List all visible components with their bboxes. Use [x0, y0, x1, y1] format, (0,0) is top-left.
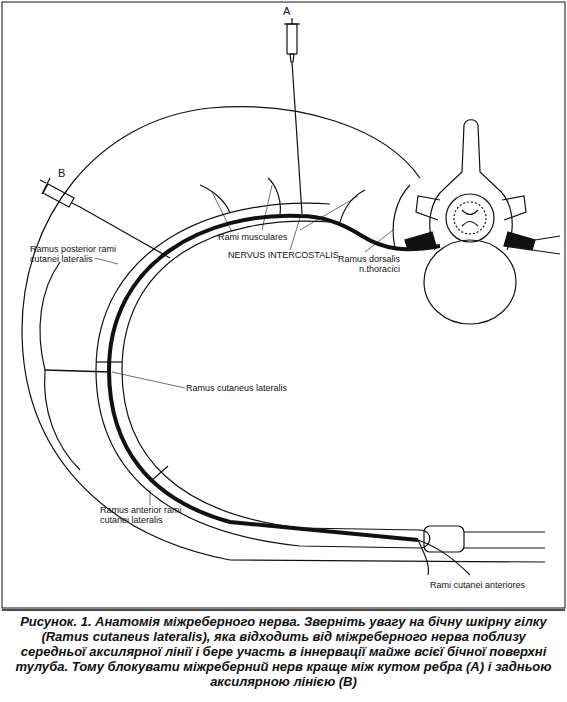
rib-outer [96, 203, 420, 548]
caption-rule [2, 609, 565, 611]
posterior-branch [40, 262, 60, 370]
syringe-barrel [287, 24, 297, 54]
spinal-canal [446, 194, 494, 242]
leader-line [212, 185, 358, 232]
transverse-process [416, 196, 440, 220]
dorsal-branch [393, 185, 410, 248]
needle-a [284, 18, 302, 214]
leader-line [290, 218, 300, 250]
anterior-cutaneous-branch [418, 540, 470, 575]
sternum [424, 526, 464, 552]
nerve-label: Rami cutanei anteriores [430, 580, 550, 590]
nerve-label: Ramus dorsalis n.thoracici [318, 254, 400, 274]
vertebral-arch [430, 120, 512, 250]
syringe-barrel [43, 184, 74, 207]
nerve-label: Ramus cutaneus lateralis [186, 383, 316, 393]
rib-inner [122, 221, 420, 530]
anterior-branch [45, 370, 80, 470]
rib-right [464, 531, 545, 532]
syringe-hub [72, 203, 80, 207]
leader-line [365, 230, 393, 252]
syringe-hub [290, 54, 294, 62]
vertebral-body [424, 240, 516, 324]
body-contour [22, 107, 545, 562]
transverse-process [502, 196, 526, 220]
figure-caption: Рисунок. 1. Анатомія міжреберного нерва.… [10, 614, 557, 689]
grey-matter [462, 210, 478, 226]
syringe-flange [284, 23, 300, 24]
nerve-label: Rami musculares [218, 232, 318, 242]
needle-letter: B [58, 168, 78, 178]
rib-right-back [532, 236, 560, 254]
rib-head [504, 232, 535, 250]
figure-frame [2, 2, 565, 608]
syringe-plunger [291, 18, 292, 24]
lateral-cutaneous-branch [45, 370, 110, 372]
syringe-plunger [40, 180, 46, 183]
nerve-label: Ramus anterior rami cutanei lateralis [100, 505, 196, 525]
leader-line [112, 372, 185, 388]
leader-line [150, 490, 151, 505]
needle-letter: A [283, 6, 303, 16]
muscular-branch [200, 178, 365, 222]
rib-right [464, 547, 545, 548]
needle-shaft [292, 62, 302, 214]
nerve-label: Ramus posterior rami cutanei lateralis [30, 244, 118, 264]
leader-line [95, 258, 118, 264]
syringe-flange [42, 178, 50, 194]
spinal-cord [454, 202, 486, 234]
costal-cartilage [420, 530, 430, 548]
intercostal-nerve [109, 216, 440, 540]
